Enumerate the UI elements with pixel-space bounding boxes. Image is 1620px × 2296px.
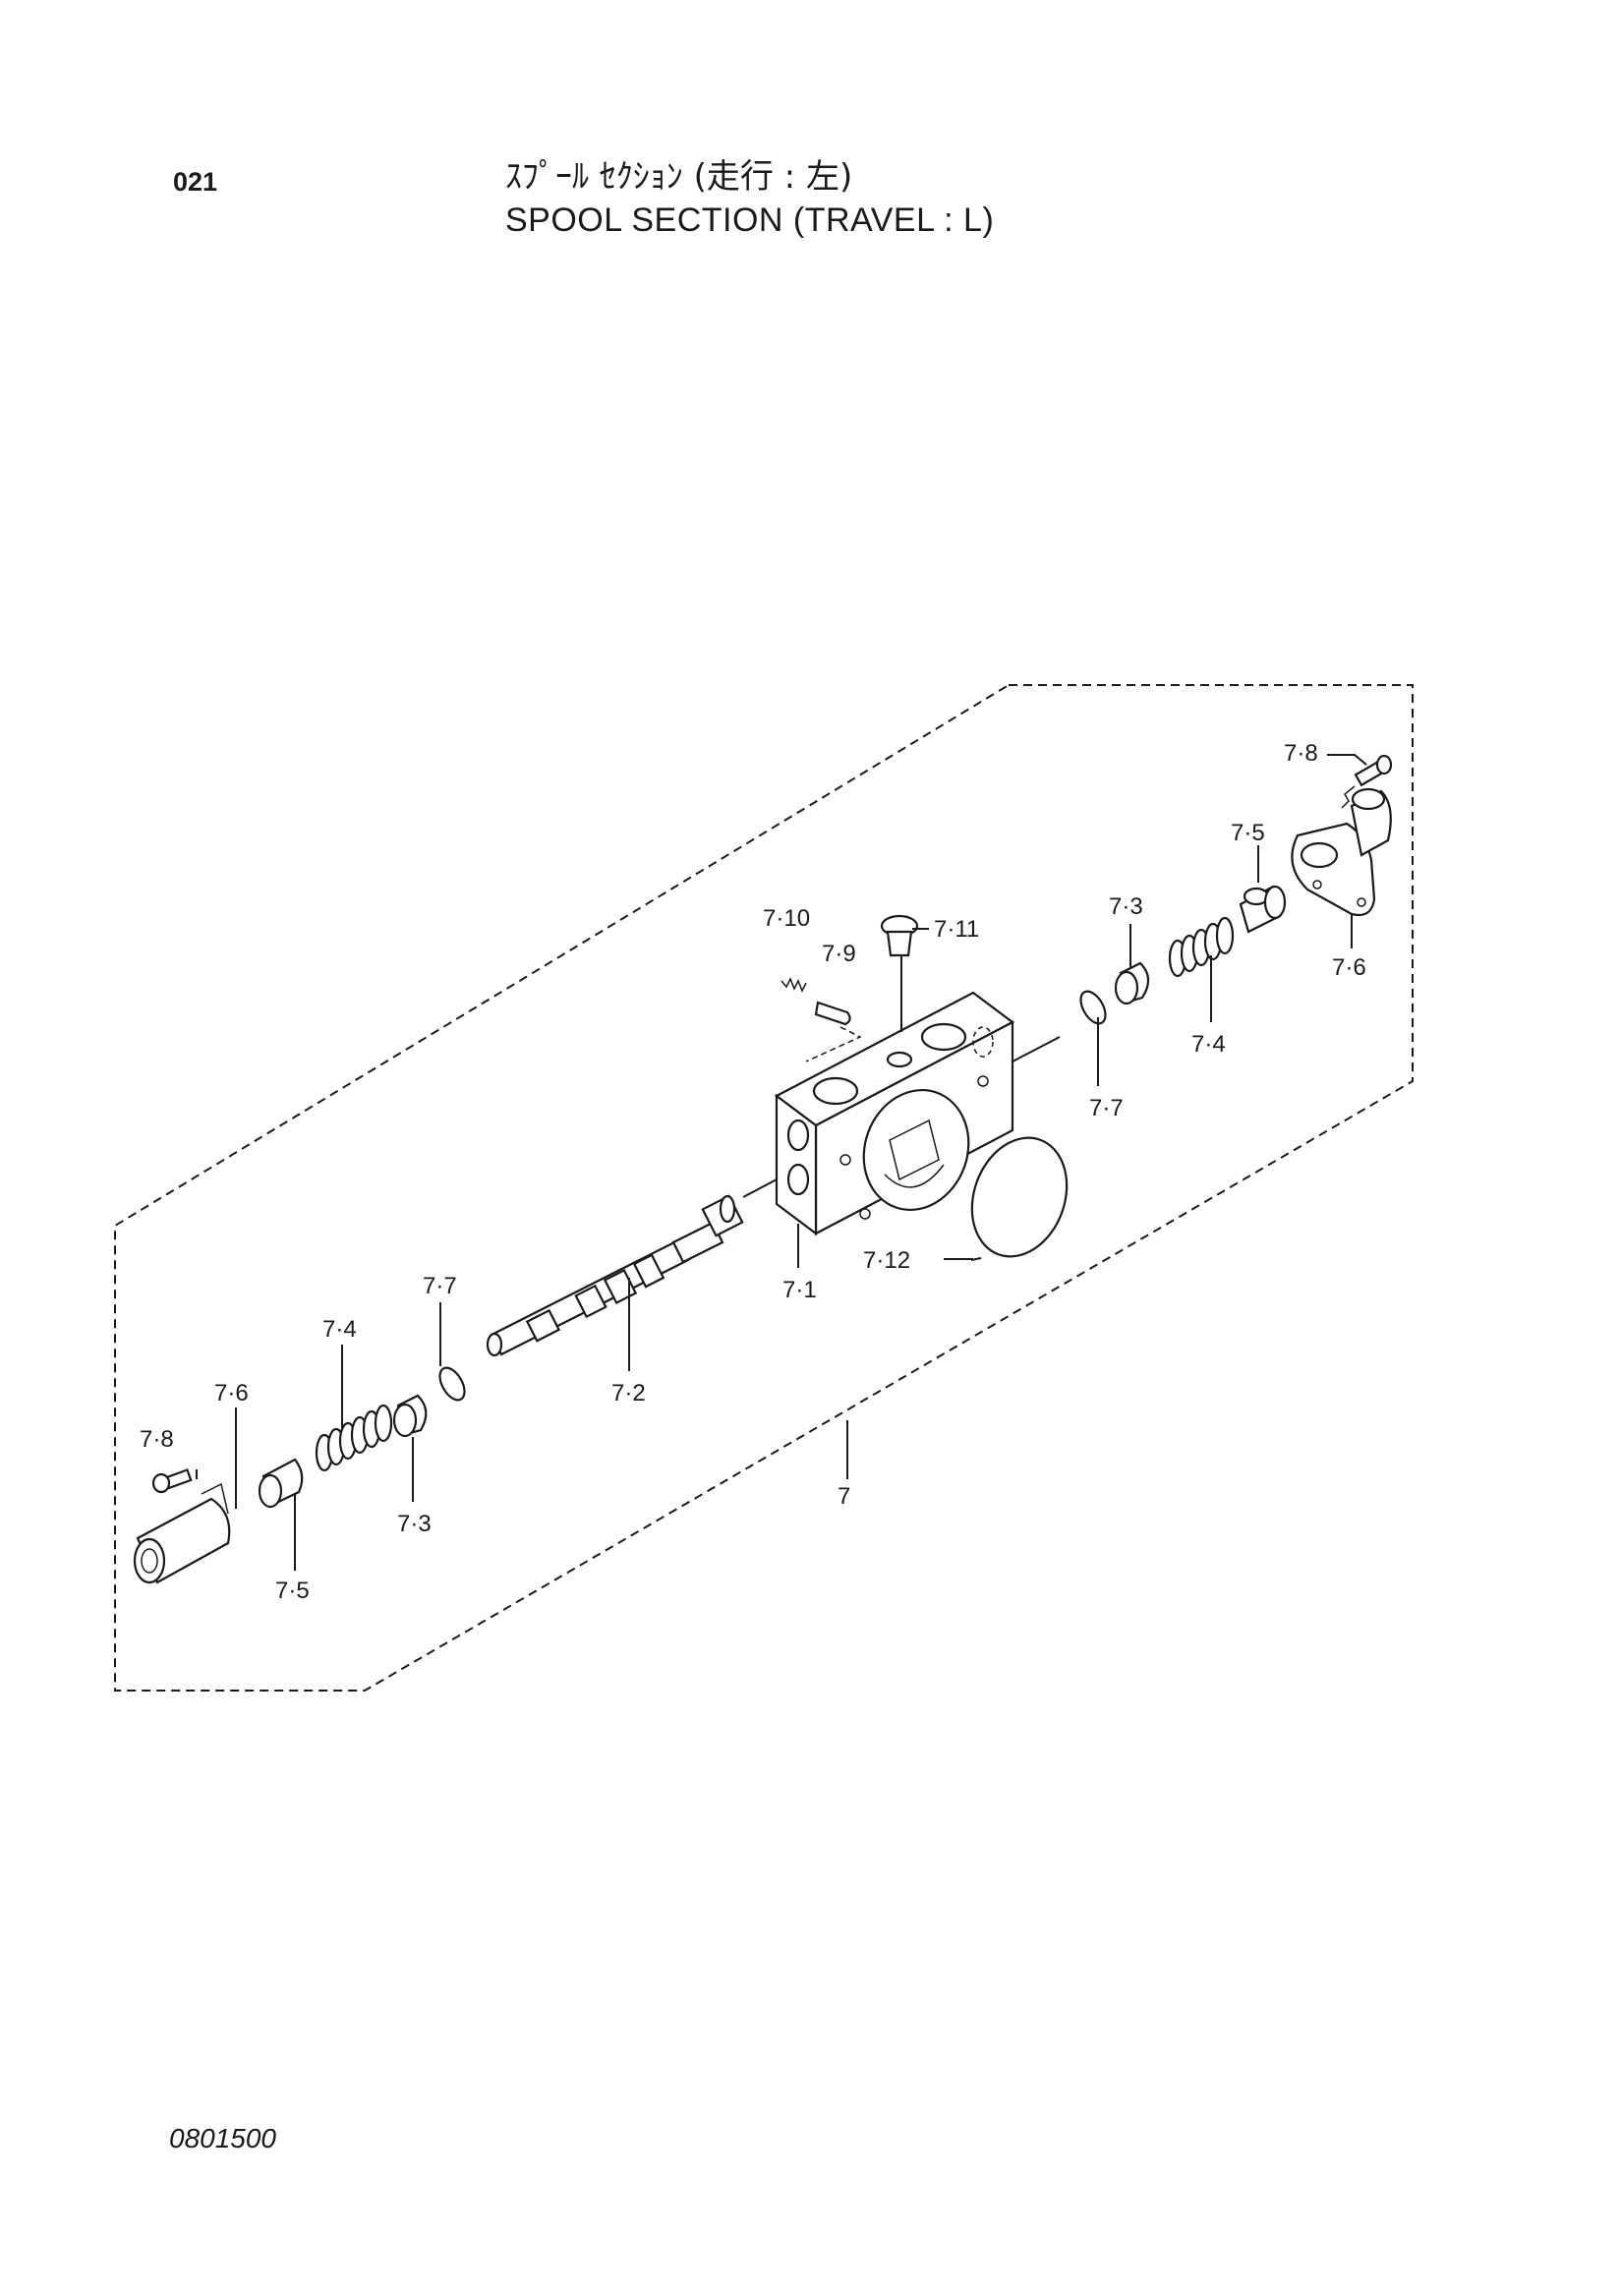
callout-7-7-top: 7·7 bbox=[1089, 1095, 1124, 1121]
callout-7-5-bottom: 7·5 bbox=[275, 1578, 310, 1604]
small-spring bbox=[781, 977, 807, 993]
callout-7-5-top: 7·5 bbox=[1231, 820, 1265, 846]
callout-7-1: 7·1 bbox=[782, 1277, 817, 1303]
figure-number: 0801500 bbox=[169, 2123, 277, 2153]
callout-7-7-bottom: 7·7 bbox=[423, 1273, 457, 1299]
cover-left bbox=[133, 1482, 231, 1584]
callout-7-10: 7·10 bbox=[763, 905, 810, 932]
spring-top-right bbox=[1168, 916, 1235, 978]
callout-7-6-bottom: 7·6 bbox=[214, 1380, 249, 1406]
callout-7-12: 7·12 bbox=[863, 1247, 910, 1274]
spring-seat-top-right bbox=[1239, 885, 1287, 934]
callout-7-4-top: 7·4 bbox=[1191, 1031, 1226, 1058]
callout-7-3-bottom: 7·3 bbox=[397, 1511, 432, 1537]
plug-top bbox=[880, 914, 919, 957]
bolt-top-right bbox=[1341, 754, 1393, 809]
o-ring-top-right bbox=[1079, 990, 1107, 1025]
title-english: SPOOL SECTION (TRAVEL : L) bbox=[505, 201, 995, 239]
callout-7-8-bottom: 7·8 bbox=[140, 1426, 174, 1453]
spool bbox=[486, 1194, 744, 1357]
cover-top-right bbox=[1291, 787, 1392, 917]
leader-lines bbox=[196, 754, 1367, 1571]
spring-retainer-top-right bbox=[1114, 961, 1150, 1005]
page-code: 021 bbox=[173, 167, 218, 197]
assembly-boundary bbox=[114, 684, 1414, 1692]
callout-7-11: 7·11 bbox=[934, 916, 979, 943]
o-ring-left bbox=[438, 1366, 466, 1402]
pin-leader-dashes bbox=[805, 1026, 862, 1062]
valve-housing bbox=[774, 991, 1015, 1236]
callout-7-2: 7·2 bbox=[611, 1380, 646, 1406]
callout-7: 7 bbox=[838, 1483, 850, 1510]
callout-7-9: 7·9 bbox=[822, 941, 856, 967]
spring-left bbox=[315, 1404, 393, 1472]
spring-seat-left bbox=[258, 1458, 304, 1509]
bolt-left bbox=[151, 1468, 193, 1494]
callout-7-3-top: 7·3 bbox=[1109, 893, 1143, 920]
callout-7-4-bottom: 7·4 bbox=[322, 1316, 357, 1343]
callout-labels: 7·8 7·5 7·6 7·3 7·4 7·7 7·10 7·9 7·11 7·… bbox=[140, 740, 1366, 1604]
check-pin bbox=[814, 1001, 851, 1026]
callout-7-8-top: 7·8 bbox=[1284, 740, 1318, 767]
large-o-ring bbox=[970, 1136, 1069, 1258]
callout-7-6-top: 7·6 bbox=[1332, 954, 1366, 981]
spring-retainer-left bbox=[392, 1394, 428, 1438]
title-japanese: ｽﾌﾟｰﾙ ｾｸｼｮﾝ (走行 : 左) bbox=[505, 157, 853, 197]
